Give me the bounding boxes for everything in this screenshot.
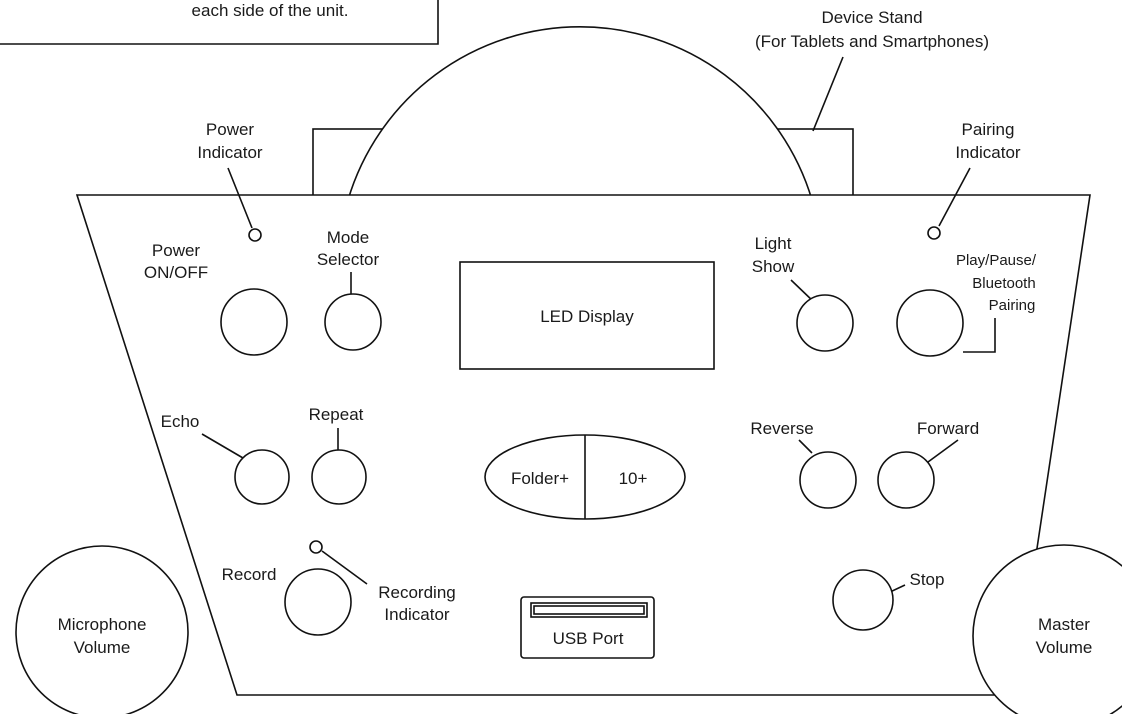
- echo-button[interactable]: [234, 449, 290, 505]
- microphone-volume-group: Microphone Volume: [15, 545, 189, 714]
- play-pause-button[interactable]: [896, 289, 964, 357]
- power-button-label-line2: ON/OFF: [144, 263, 208, 282]
- usb-port-group: USB Port: [520, 596, 655, 659]
- stop-label: Stop: [910, 570, 945, 589]
- power-indicator: Power Indicator: [197, 120, 263, 242]
- mode-selector-group: Mode Selector: [317, 228, 382, 351]
- folder-plus-label: Folder+: [511, 469, 569, 488]
- light-show-label-line1: Light: [755, 234, 792, 253]
- record-button[interactable]: [284, 568, 352, 636]
- master-volume-label-line1: Master: [1038, 615, 1090, 634]
- recording-indicator-group: Recording Indicator: [309, 540, 456, 624]
- play-pause-label-line3: Pairing: [989, 297, 1036, 314]
- folder-ten-oval: Folder+ 10+: [484, 434, 686, 520]
- microphone-volume-label-line1: Microphone: [58, 615, 147, 634]
- device-stand: Device Stand (For Tablets and Smartphone…: [312, 8, 989, 206]
- mode-selector-label-line1: Mode: [327, 228, 370, 247]
- reverse-label: Reverse: [750, 419, 813, 438]
- play-pause-group: Play/Pause/ Bluetooth Pairing: [896, 252, 1037, 357]
- power-button[interactable]: [220, 288, 288, 356]
- light-show-button[interactable]: [796, 294, 854, 352]
- light-show-label-line2: Show: [752, 257, 795, 276]
- note-text: each side of the unit.: [192, 1, 349, 20]
- record-label: Record: [222, 565, 277, 584]
- stop-group: Stop: [832, 569, 945, 631]
- led-display-label: LED Display: [540, 307, 634, 326]
- forward-button[interactable]: [877, 451, 935, 509]
- master-volume-label-line2: Volume: [1036, 638, 1093, 657]
- power-button-label-line1: Power: [152, 241, 201, 260]
- repeat-button[interactable]: [311, 449, 367, 505]
- play-pause-pointer: [963, 318, 996, 353]
- device-stand-label-line1: Device Stand: [821, 8, 922, 27]
- ten-plus-label: 10+: [619, 469, 648, 488]
- device-stand-label-line2: (For Tablets and Smartphones): [755, 32, 989, 51]
- master-volume-knob[interactable]: [972, 544, 1122, 714]
- mode-selector-label-line2: Selector: [317, 250, 380, 269]
- usb-port-label: USB Port: [553, 629, 624, 648]
- note-box: each side of the unit.: [0, 0, 439, 45]
- recording-indicator-label-line2: Indicator: [384, 605, 450, 624]
- pairing-indicator: Pairing Indicator: [927, 120, 1021, 240]
- echo-group: Echo: [161, 412, 290, 505]
- pairing-indicator-label-line2: Indicator: [955, 143, 1021, 162]
- led-display-screen: [459, 261, 715, 370]
- forward-group: Forward: [877, 419, 979, 509]
- power-indicator-label-line2: Indicator: [197, 143, 263, 162]
- reverse-group: Reverse: [750, 419, 857, 509]
- power-indicator-label-line1: Power: [206, 120, 255, 139]
- power-button-group: Power ON/OFF: [144, 241, 288, 356]
- echo-pointer: [201, 433, 244, 459]
- record-group: Record: [222, 565, 352, 636]
- mode-selector-button[interactable]: [324, 293, 382, 351]
- play-pause-label-line1: Play/Pause/: [956, 252, 1037, 269]
- forward-label: Forward: [917, 419, 979, 438]
- pairing-indicator-led: [927, 226, 941, 240]
- microphone-volume-knob[interactable]: [15, 545, 189, 714]
- power-indicator-led: [248, 228, 262, 242]
- light-show-group: Light Show: [752, 234, 854, 352]
- usb-port-slot-inner: [533, 605, 645, 615]
- reverse-pointer: [798, 439, 813, 454]
- repeat-group: Repeat: [309, 405, 367, 505]
- led-display: LED Display: [459, 261, 715, 370]
- play-pause-label-line2: Bluetooth: [972, 275, 1035, 292]
- echo-label: Echo: [161, 412, 200, 431]
- forward-pointer: [927, 439, 959, 463]
- reverse-button[interactable]: [799, 451, 857, 509]
- pairing-indicator-pointer: [938, 167, 971, 227]
- power-indicator-pointer: [227, 167, 253, 229]
- device-stand-dome: [346, 26, 814, 201]
- repeat-label: Repeat: [309, 405, 364, 424]
- stop-button[interactable]: [832, 569, 894, 631]
- recording-indicator-label-line1: Recording: [378, 583, 456, 602]
- microphone-volume-label-line2: Volume: [74, 638, 131, 657]
- pairing-indicator-label-line1: Pairing: [962, 120, 1015, 139]
- master-volume-group: Master Volume: [972, 544, 1122, 714]
- device-stand-pointer: [812, 56, 844, 132]
- recording-indicator-led: [309, 540, 323, 554]
- recording-indicator-pointer: [321, 550, 368, 585]
